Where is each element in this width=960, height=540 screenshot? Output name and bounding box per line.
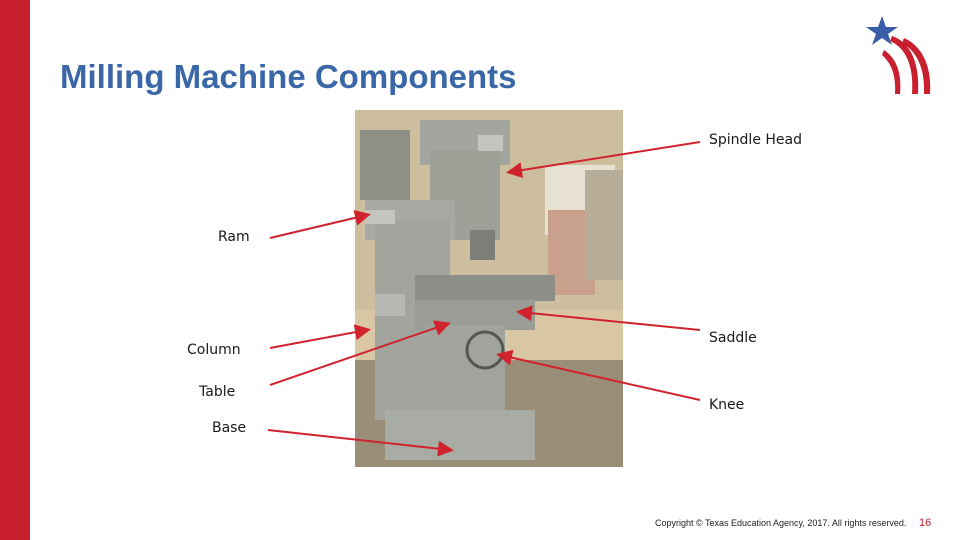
label-knee: Knee <box>709 397 745 413</box>
label-base: Base <box>212 420 247 436</box>
page-number: 16 <box>919 517 932 529</box>
label-column: Column <box>187 342 241 358</box>
left-accent-bar <box>0 0 30 540</box>
label-ram: Ram <box>218 229 250 245</box>
slide-title: Milling Machine Components <box>60 58 517 95</box>
copyright-notice: Copyright © Texas Education Agency, 2017… <box>655 518 907 528</box>
label-spindle-head: Spindle Head <box>709 132 802 148</box>
column-arrow <box>269 324 371 349</box>
label-saddle: Saddle <box>709 330 757 346</box>
ram-arrow <box>269 209 371 239</box>
label-table: Table <box>199 384 236 400</box>
milling-machine-photo <box>355 110 623 467</box>
star-stripes-logo-icon <box>866 16 931 94</box>
